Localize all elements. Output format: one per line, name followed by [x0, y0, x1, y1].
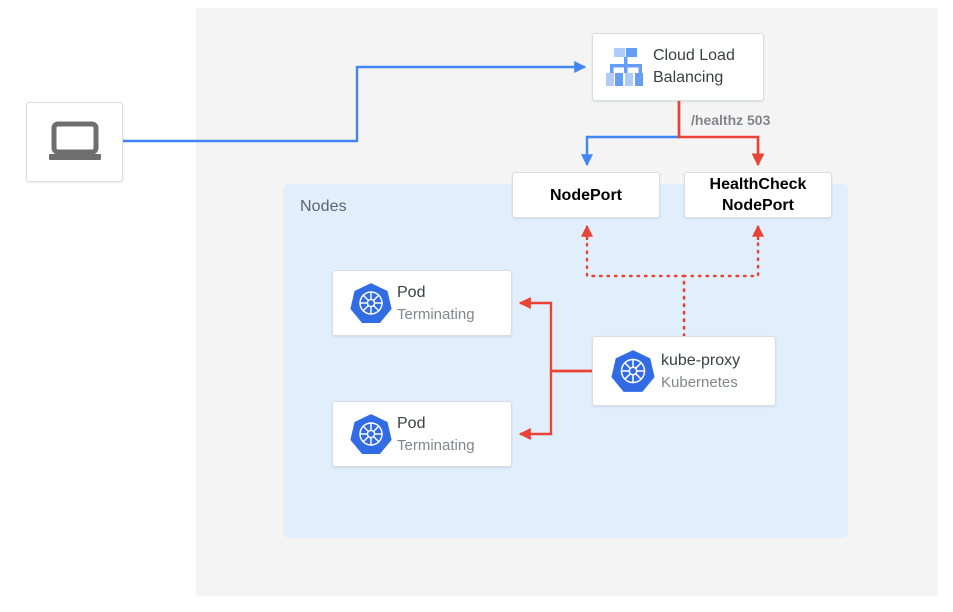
kube-proxy-card[interactable]: kube-proxy Kubernetes — [592, 336, 776, 406]
healthcheck-nodeport-text: HealthCheck NodePort — [710, 174, 807, 216]
kubernetes-icon — [605, 346, 661, 396]
cloud-load-balancing-card[interactable]: Cloud Load Balancing — [592, 33, 764, 101]
cloud-load-balancing-title-line1: Cloud Load — [653, 47, 735, 64]
healthz-edge-label: /healthz 503 — [691, 112, 771, 128]
pod-card[interactable]: Pod Terminating — [332, 401, 512, 467]
pod-subtitle: Terminating — [397, 305, 475, 323]
kube-proxy-title: kube-proxy — [661, 351, 741, 369]
healthcheck-nodeport-title-line1: HealthCheck — [709, 176, 807, 193]
nodeport-title: NodePort — [550, 186, 622, 204]
client-card[interactable] — [26, 102, 123, 182]
healthcheck-nodeport-title-line2: NodePort — [721, 197, 794, 214]
pod-card[interactable]: Pod Terminating — [332, 270, 512, 336]
pod-subtitle: Terminating — [397, 436, 475, 454]
healthcheck-nodeport-card[interactable]: HealthCheck NodePort — [684, 172, 832, 218]
cloud-load-balancing-title-line2: Balancing — [653, 69, 724, 86]
pod-text: Pod Terminating — [397, 282, 475, 325]
kube-proxy-subtitle: Kubernetes — [661, 373, 738, 391]
pod-title: Pod — [397, 414, 426, 432]
cloud-load-balancing-icon — [603, 45, 653, 89]
laptop-icon — [47, 120, 103, 164]
nodes-region-label: Nodes — [300, 198, 347, 215]
kube-proxy-text: kube-proxy Kubernetes — [661, 350, 740, 393]
kubernetes-icon — [345, 411, 397, 457]
kubernetes-icon — [345, 280, 397, 326]
cloud-load-balancing-text: Cloud Load Balancing — [653, 45, 735, 89]
pod-text: Pod Terminating — [397, 413, 475, 456]
pod-title: Pod — [397, 283, 426, 301]
nodeport-card[interactable]: NodePort — [512, 172, 660, 218]
